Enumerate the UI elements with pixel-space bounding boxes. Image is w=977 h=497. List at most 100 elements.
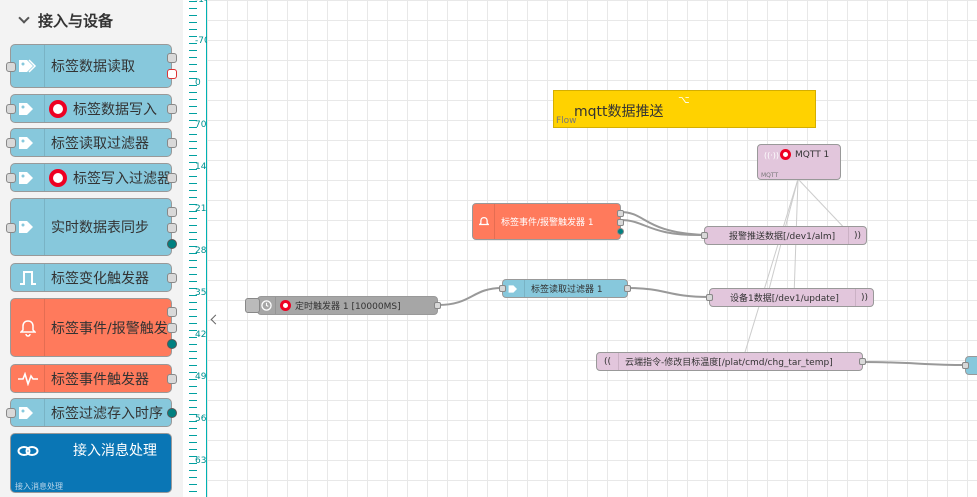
output-port[interactable] xyxy=(859,358,866,365)
ruler-tick xyxy=(189,470,197,471)
ruler-tick xyxy=(189,204,197,205)
alarm-push-node[interactable]: 报警推送数据[/dev1/alm] )) xyxy=(701,226,867,245)
ruler-tick xyxy=(189,22,197,23)
broker-link xyxy=(741,178,799,363)
input-port xyxy=(6,62,16,72)
ruler-tick xyxy=(189,442,197,443)
clock-icon xyxy=(258,297,276,314)
ruler-tick xyxy=(189,246,197,247)
ruler-tick xyxy=(189,50,197,51)
palette-node-tag-read[interactable]: 标签数据读取 xyxy=(6,44,177,88)
palette-category-header[interactable]: 接入与设备 xyxy=(0,0,183,40)
error-port xyxy=(167,69,177,79)
tag-icon xyxy=(11,129,45,156)
ruler-tick xyxy=(189,358,197,359)
read-filter-node[interactable]: 标签读取过滤器 1 xyxy=(499,279,631,298)
status-alert-icon xyxy=(280,300,291,311)
palette-node-realtime-sync[interactable]: 实时数据表同步 xyxy=(6,198,177,256)
mqtt-broker-title: MQTT 1 xyxy=(780,149,829,160)
output-port[interactable] xyxy=(434,302,441,309)
chevron-down-icon xyxy=(18,12,30,24)
output-port xyxy=(167,104,177,114)
radio-waves-icon: )) xyxy=(848,227,866,244)
status-port[interactable] xyxy=(617,228,624,235)
timer-trigger-node[interactable]: 定时触发器 1 [10000MS] xyxy=(245,296,441,315)
ruler-tick xyxy=(189,477,197,478)
mqtt-broker-node[interactable]: ((·)) MQTT 1 MQTT xyxy=(757,144,841,180)
input-port[interactable] xyxy=(499,285,506,292)
ruler-tick xyxy=(189,421,197,422)
palette-node-label: 标签事件/报警触发 xyxy=(51,320,168,337)
palette-node-access-message[interactable]: 接入消息处理 接入消息处理 xyxy=(10,433,172,493)
palette-node-label: 实时数据表同步 xyxy=(51,220,149,236)
ruler-tick xyxy=(189,379,197,380)
wire[interactable] xyxy=(619,219,705,237)
status-alert-icon xyxy=(49,168,67,187)
palette-node-alarm-trigger[interactable]: 标签事件/报警触发 xyxy=(10,298,177,357)
ruler-label: 210 xyxy=(195,204,213,214)
output-port[interactable] xyxy=(617,219,624,226)
ruler-tick xyxy=(189,435,197,436)
ruler-tick xyxy=(189,15,197,16)
ruler-label: 490 xyxy=(195,372,213,382)
node-label: 报警推送数据[/dev1/alm] xyxy=(729,232,836,242)
ruler-tick xyxy=(189,36,197,37)
palette-node-tag-write-filter[interactable]: 标签写入过滤器 xyxy=(6,163,177,192)
palette-node-filter-store-ts[interactable]: 标签过滤存入时序 xyxy=(6,398,177,427)
palette-node-label: 接入消息处理 xyxy=(73,443,157,459)
heartbeat-icon xyxy=(11,365,45,392)
palette-node-tag-change-trigger[interactable]: 标签变化触发器 xyxy=(10,263,177,292)
wire[interactable] xyxy=(627,287,710,298)
ruler-tick xyxy=(189,211,197,212)
ruler-tick xyxy=(189,288,197,289)
device-push-node[interactable]: 设备1数据[/dev1/update] )) xyxy=(706,288,874,307)
ruler-tick xyxy=(189,29,197,30)
cloud-command-node[interactable]: (( 云端指令-修改目标温度[/plat/cmd/chg_tar_temp] xyxy=(596,352,866,371)
output-port[interactable] xyxy=(624,285,631,292)
ruler-tick xyxy=(189,323,197,324)
palette-node-event-trigger[interactable]: 标签事件触发器 xyxy=(10,364,177,393)
wire[interactable] xyxy=(862,361,966,366)
ruler-tick xyxy=(189,232,197,233)
ruler-tick xyxy=(189,57,197,58)
palette-node-tag-read-filter[interactable]: 标签读取过滤器 xyxy=(6,128,177,157)
ruler-tick xyxy=(189,113,197,114)
status-port xyxy=(167,408,177,418)
inject-button[interactable] xyxy=(245,298,260,313)
input-port[interactable] xyxy=(706,294,713,301)
palette-node-label: 标签数据写入 xyxy=(73,101,157,118)
ruler-tick xyxy=(189,330,197,331)
flow-workspace[interactable]: mqtt数据推送 ⌥ Flow ((·)) MQTT 1 MQTT 标签事件/报… xyxy=(207,0,977,497)
palette-node-tag-write[interactable]: 标签数据写入 xyxy=(6,94,177,123)
ruler-tick xyxy=(189,449,197,450)
ruler-label: 70 xyxy=(195,120,207,130)
ruler-tick xyxy=(189,428,197,429)
status-port xyxy=(167,339,177,349)
output-port xyxy=(167,273,177,283)
tag-icon xyxy=(11,95,45,122)
wire-layer xyxy=(437,178,966,366)
flow-comment[interactable]: mqtt数据推送 ⌥ Flow xyxy=(553,90,816,128)
status-alert-icon xyxy=(780,149,791,160)
input-port[interactable] xyxy=(962,362,969,369)
output-port xyxy=(167,138,177,148)
output-port xyxy=(167,173,177,183)
wire[interactable] xyxy=(619,211,705,236)
output-port xyxy=(167,223,177,233)
ruler-tick xyxy=(189,386,197,387)
tag-icon xyxy=(503,280,525,297)
wire[interactable] xyxy=(437,287,503,306)
ruler-tick xyxy=(189,372,197,373)
alarm-trigger-node[interactable]: 标签事件/报警触发器 1 xyxy=(472,203,624,240)
output-port xyxy=(167,207,177,217)
ruler-tick xyxy=(189,8,197,9)
input-port[interactable] xyxy=(701,232,708,239)
ruler-tick xyxy=(189,155,197,156)
input-port xyxy=(6,173,16,183)
output-port xyxy=(167,374,177,384)
ruler-tick xyxy=(189,302,197,303)
ruler-tick xyxy=(189,407,197,408)
offscreen-node[interactable] xyxy=(962,356,977,375)
palette-node-label: 标签过滤存入时序 xyxy=(51,405,163,422)
output-port[interactable] xyxy=(617,210,624,217)
